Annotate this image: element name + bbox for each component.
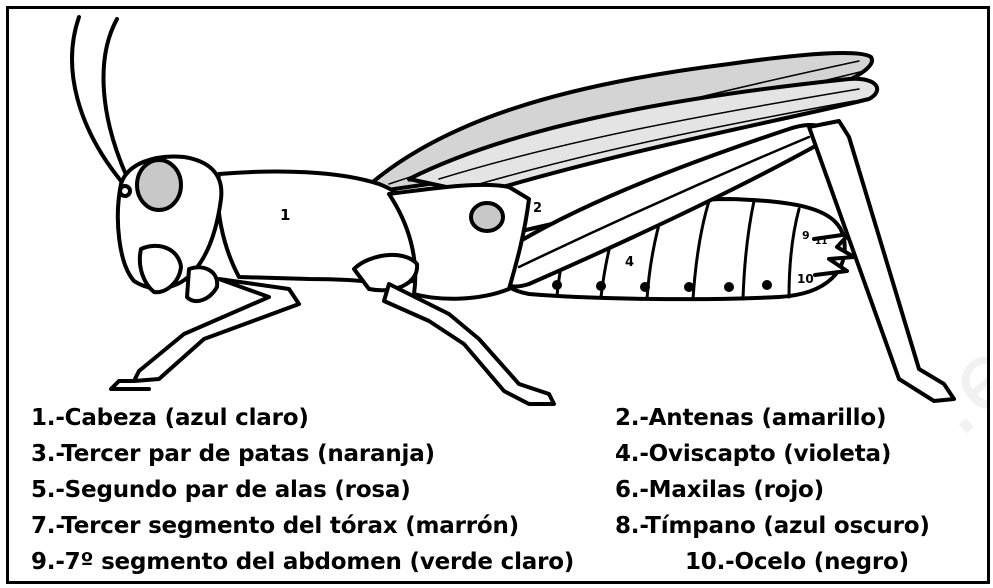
antenna-right [104, 19, 127, 177]
part-number-1: 1 [280, 206, 290, 224]
ocellus [120, 186, 130, 196]
legend-item-1: 1.-Cabeza (azul claro) [31, 405, 309, 431]
legend-item-8: 8.-Tímpano (azul oscuro) [615, 513, 930, 539]
part-number-11: 11 [815, 237, 828, 247]
legend-item-7: 7.-Tercer segmento del tórax (marrón) [31, 513, 519, 539]
part-number-2: 2 [533, 201, 542, 216]
legend-item-4: 4.-Oviscapto (violeta) [615, 441, 891, 467]
compound-eye [137, 160, 181, 210]
legend-item-6: 6.-Maxilas (rojo) [615, 477, 824, 503]
tympanum [471, 203, 503, 231]
thorax-lobe [354, 255, 417, 290]
legend-item-3: 3.-Tercer par de patas (naranja) [31, 441, 435, 467]
middle-leg [384, 284, 554, 404]
diagram-frame: .es [6, 6, 990, 584]
part-number-4: 4 [625, 255, 634, 270]
legend-item-5: 5.-Segundo par de alas (rosa) [31, 477, 411, 503]
antenna-left [72, 17, 121, 181]
legend-item-9: 9.-7º segmento del abdomen (verde claro) [31, 549, 574, 575]
legend-item-10: 10.-Ocelo (negro) [685, 549, 909, 575]
maxilla [187, 267, 217, 301]
part-number-9: 9 [802, 229, 810, 242]
legend-item-2: 2.-Antenas (amarillo) [615, 405, 886, 431]
part-number-10: 10 [797, 272, 814, 286]
front-leg [134, 279, 299, 381]
